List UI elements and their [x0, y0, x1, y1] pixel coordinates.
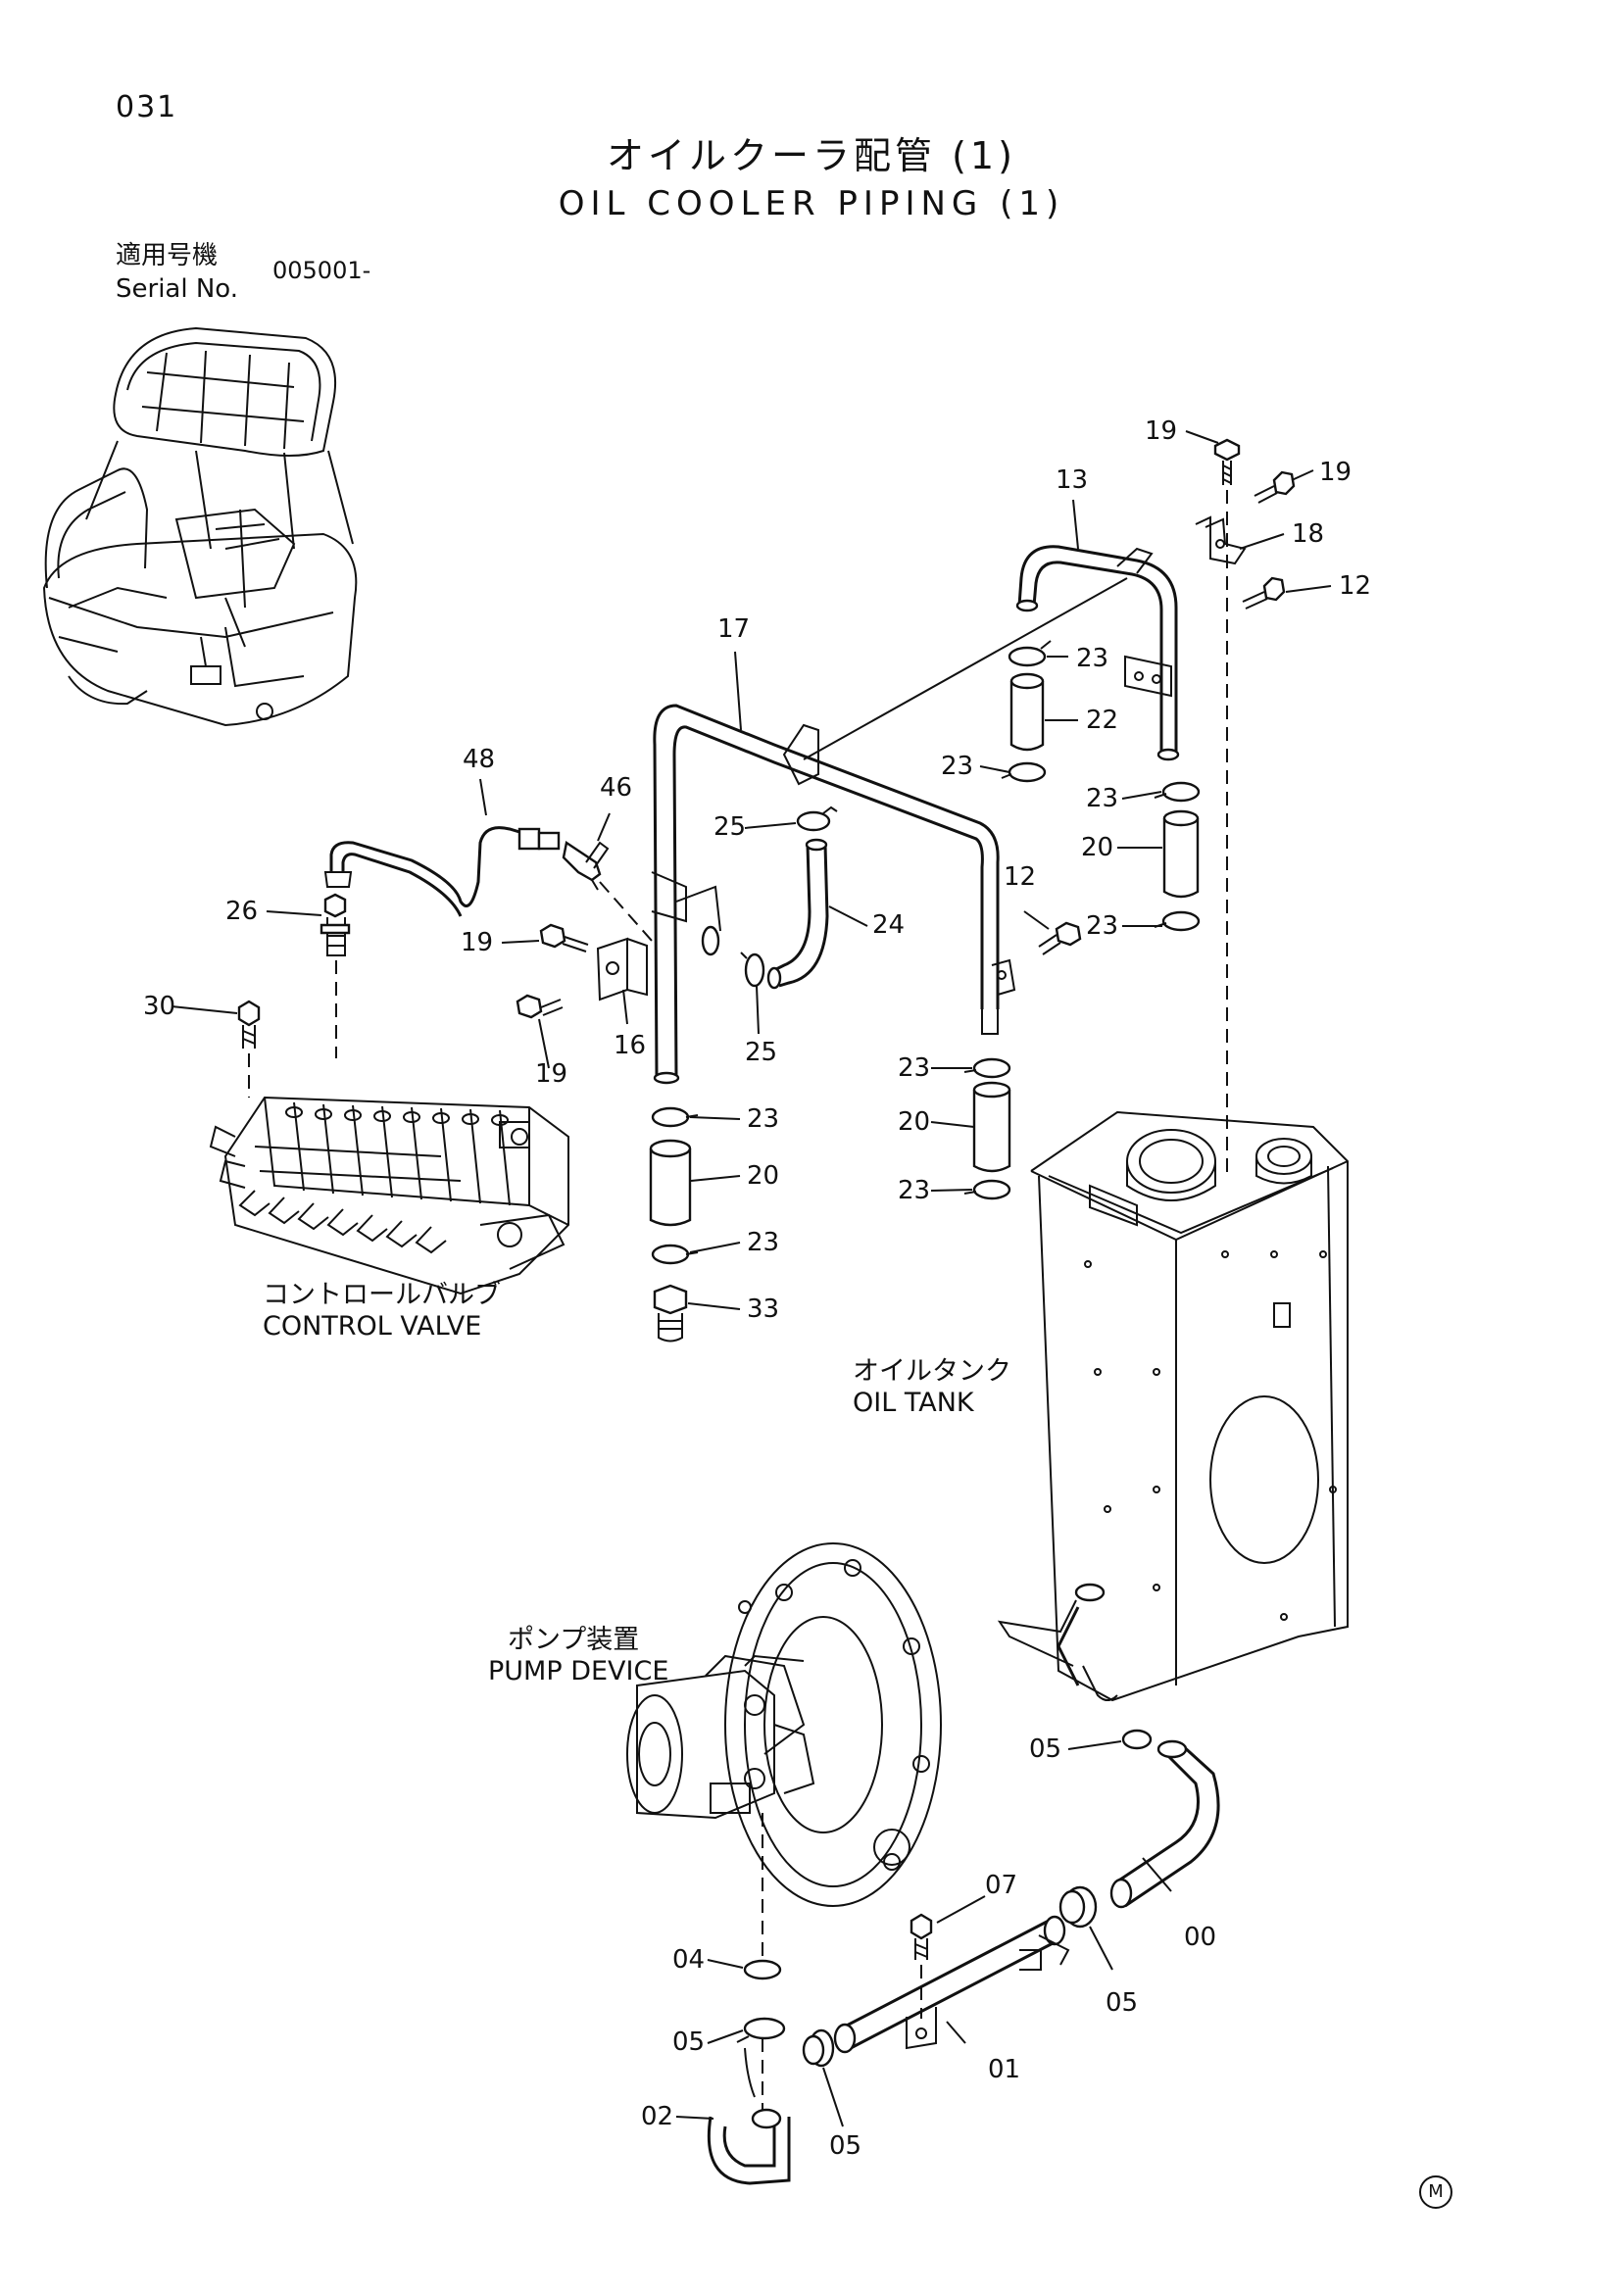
callout-c23f: 23: [747, 1104, 779, 1134]
hose-24: [766, 838, 829, 990]
serial-label-jp: 適用号機: [116, 241, 219, 270]
leader-lines: [171, 430, 1332, 2127]
bolt-set-top: [1213, 438, 1296, 610]
callout-c07: 07: [985, 1871, 1017, 1900]
callout-numbers: 19 19 13 18 12 17 23 22 23 23 48 46 25 2…: [143, 416, 1371, 2161]
pump-device-en: PUMP DEVICE: [488, 1656, 669, 1686]
oil-tank: [997, 1110, 1349, 1702]
callout-c19d: 19: [535, 1059, 567, 1089]
oil-tank-en: OIL TANK: [853, 1388, 974, 1418]
control-valve: [209, 1096, 569, 1295]
control-valve-label: コントロールバルブ CONTROL VALVE: [263, 1280, 501, 1343]
callout-c12b: 12: [1004, 862, 1036, 892]
callout-c00: 00: [1184, 1923, 1216, 1952]
oil-tank-label: オイルタンク OIL TANK: [853, 1356, 1011, 1419]
pipe-13: [1015, 545, 1180, 761]
callout-c19b: 19: [1319, 458, 1352, 487]
callout-c25a: 25: [713, 812, 746, 842]
callout-c25b: 25: [745, 1038, 777, 1067]
callout-c26: 26: [225, 897, 258, 926]
pump-device-label: ポンプ装置 PUMP DEVICE: [488, 1625, 668, 1687]
serial-label-en: Serial No.: [116, 274, 238, 304]
callout-c23g: 23: [898, 1176, 930, 1205]
hose-00: [1058, 1729, 1220, 1929]
callout-c05a: 05: [1029, 1734, 1061, 1764]
page-number: 031: [116, 90, 178, 124]
callout-c13: 13: [1056, 465, 1088, 495]
bolt-12-middle: [1038, 921, 1082, 955]
machine-overview: [42, 326, 358, 727]
callout-c18: 18: [1292, 519, 1324, 549]
callout-c19c: 19: [461, 928, 493, 957]
control-valve-jp: コントロールバルブ: [263, 1280, 501, 1310]
callout-c23e: 23: [898, 1053, 930, 1083]
pipe-17: [651, 577, 1128, 1085]
callout-c12a: 12: [1339, 571, 1371, 601]
callout-c05b: 05: [672, 2027, 705, 2057]
fitting-26: [320, 893, 351, 956]
callout-c23a: 23: [1076, 644, 1108, 673]
callout-c20a: 20: [1081, 833, 1113, 862]
callout-c20b: 20: [898, 1107, 930, 1137]
pump-device-jp: ポンプ装置: [508, 1625, 640, 1655]
callout-c24: 24: [872, 910, 905, 940]
control-valve-en: CONTROL VALVE: [263, 1311, 482, 1342]
hoses-and-clamps: [649, 640, 1201, 1343]
clamps-25: [740, 806, 838, 988]
serial-value: 005001-: [272, 257, 371, 284]
title-english: OIL COOLER PIPING (1): [558, 184, 1065, 223]
elbow-46: [562, 841, 610, 891]
oil-tank-jp: オイルタンク: [853, 1356, 1011, 1387]
callout-c22: 22: [1086, 706, 1118, 735]
callout-c05c: 05: [1106, 1988, 1138, 2018]
manufacturer-mark: M: [1419, 2175, 1452, 2209]
dashed-guide-46: [599, 881, 653, 942]
callout-c46: 46: [600, 773, 632, 803]
callout-c30: 30: [143, 992, 175, 1021]
bracket-16: [596, 937, 648, 1001]
bolt-30: [237, 1000, 261, 1049]
serial-label: 適用号機 Serial No.: [116, 239, 238, 306]
pipe-01: [833, 1915, 1070, 2054]
callout-c23d: 23: [1086, 911, 1118, 941]
callout-c48: 48: [463, 745, 495, 774]
pump-device: [626, 1542, 942, 1907]
bracket-18: [1195, 515, 1247, 565]
callout-c01: 01: [988, 2055, 1020, 2084]
callout-c20c: 20: [747, 1161, 779, 1191]
title-japanese: オイルクーラ配管 (1): [607, 134, 1016, 177]
callout-c23c: 23: [1086, 784, 1118, 813]
callout-c23b: 23: [941, 752, 973, 781]
callout-c33: 33: [747, 1295, 779, 1324]
callout-c17: 17: [717, 614, 750, 644]
callout-c02: 02: [641, 2102, 673, 2131]
bolts-19-left: [516, 923, 589, 1019]
callout-c19a: 19: [1145, 416, 1177, 446]
pump-outlet-parts: [707, 1959, 835, 2185]
callout-c04: 04: [672, 1945, 705, 1975]
bolt-07: [910, 1913, 933, 1960]
callout-c23h: 23: [747, 1228, 779, 1257]
callout-c16: 16: [614, 1031, 646, 1060]
hose-48: [323, 826, 561, 917]
callout-c05d: 05: [829, 2131, 861, 2161]
